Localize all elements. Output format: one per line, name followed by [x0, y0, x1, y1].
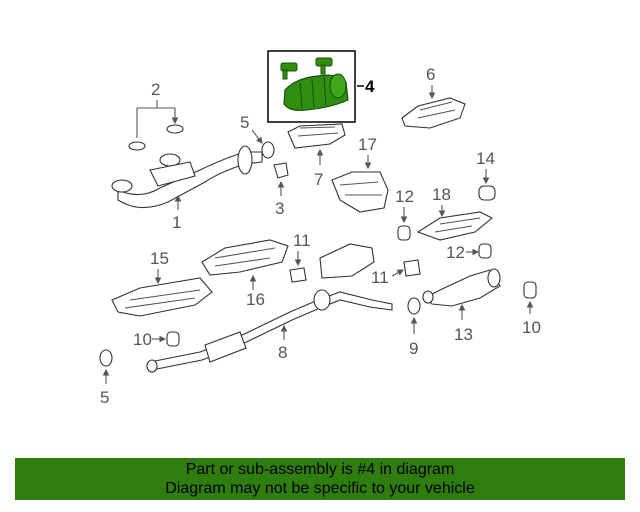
- hanger-14-icon: [478, 185, 496, 201]
- rubber-mount-icon: [478, 243, 492, 259]
- callout-9: 9: [409, 339, 418, 358]
- exhaust-pipe-front-icon: [111, 145, 263, 209]
- callout-15: 15: [150, 249, 169, 268]
- gasket-icon: [166, 124, 184, 134]
- callout-12-right: 12: [446, 243, 465, 262]
- heat-shield-18-icon: [416, 211, 494, 241]
- callout-1: 1: [172, 213, 181, 232]
- callout-5-lower: 5: [100, 388, 109, 407]
- part-4-highlight-box[interactable]: [267, 50, 356, 123]
- exhaust-parts-diagram: 4 2 1 5 3 7 6 17 14 12 18 12: [99, 50, 541, 407]
- callout-3: 3: [275, 199, 284, 218]
- heat-shield-15-icon: [111, 277, 213, 317]
- banner-line-1: Part or sub-assembly is #4 in diagram: [185, 461, 455, 478]
- heat-shield-17-icon: [331, 171, 389, 213]
- callout-16: 16: [246, 290, 265, 309]
- callout-11-right: 11: [371, 268, 389, 287]
- callout-17: 17: [358, 135, 377, 154]
- heat-shield-16-icon: [201, 239, 289, 276]
- bracket-icon: [403, 259, 421, 277]
- callout-6: 6: [426, 65, 435, 84]
- callout-18: 18: [432, 185, 451, 204]
- callout-12-upper: 12: [395, 187, 414, 206]
- ring-gasket-icon: [99, 349, 113, 367]
- rubber-mount-icon: [523, 281, 537, 299]
- callout-13: 13: [454, 325, 473, 344]
- callout-4: 4: [365, 77, 375, 96]
- rubber-mount-icon: [166, 331, 180, 347]
- gasket-icon: [128, 141, 146, 151]
- heat-shield-7-icon: [287, 123, 346, 149]
- callout-5-upper: 5: [240, 113, 249, 132]
- exhaust-pipe-center-icon: [146, 243, 393, 373]
- callout-2: 2: [151, 80, 160, 99]
- callout-7: 7: [314, 170, 323, 189]
- bracket-icon: [289, 267, 307, 283]
- callout-10-left: 10: [133, 330, 152, 349]
- callout-14: 14: [476, 149, 495, 168]
- sensor-icon: [273, 162, 289, 179]
- ring-gasket-icon: [407, 297, 421, 315]
- muffler-rear-icon: [422, 268, 501, 307]
- banner-line-2: Diagram may not be specific to your vehi…: [165, 480, 475, 497]
- callout-8: 8: [278, 343, 287, 362]
- rubber-mount-icon: [397, 225, 411, 241]
- ring-gasket-icon: [261, 141, 275, 159]
- bolt-icon: [280, 57, 333, 80]
- info-banner: Part or sub-assembly is #4 in diagram Di…: [15, 458, 625, 500]
- callout-10-right: 10: [522, 318, 541, 337]
- catalytic-converter-icon: [283, 73, 349, 111]
- heat-shield-6-icon: [401, 97, 466, 129]
- callout-11-left: 11: [293, 231, 311, 250]
